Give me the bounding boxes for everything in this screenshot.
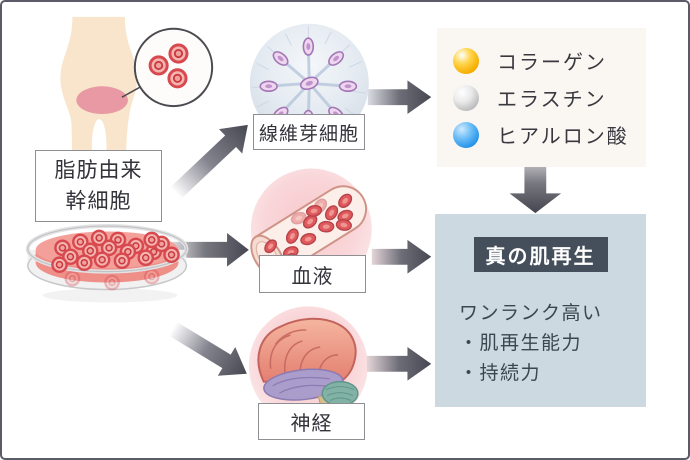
arrow-products-to-result-icon xyxy=(509,153,562,214)
result-badge: 真の肌再生 xyxy=(473,237,608,272)
label-blood-text: 血液 xyxy=(291,265,334,288)
label-adipose-stem-cell-line1: 脂肪由来 xyxy=(54,158,143,182)
label-nerve-text: 神経 xyxy=(290,413,333,435)
arrow-fibroblast-to-products-icon xyxy=(367,80,432,115)
label-adipose-stem-cell: 脂肪由来 幹細胞 xyxy=(35,150,162,222)
elastin-sphere-icon xyxy=(453,84,479,111)
product-label-hyaluronan: ヒアルロン酸 xyxy=(497,126,629,148)
hyaluronan-sphere-icon xyxy=(453,121,479,148)
product-label-elastin: エラスチン xyxy=(497,89,607,111)
petri-dish-illustration xyxy=(25,224,189,303)
product-row-collagen: コラーゲン xyxy=(453,47,646,74)
label-nerve: 神経 xyxy=(258,403,365,440)
arrow-dish-to-nerve-icon xyxy=(169,322,247,376)
body-silhouette-illustration xyxy=(60,16,137,159)
products-panel: コラーゲン エラスチン ヒアルロン酸 xyxy=(437,28,646,167)
result-text: ワンランク高い ・肌再生能力 ・持続力 xyxy=(435,299,646,389)
product-label-collagen: コラーゲン xyxy=(497,52,607,74)
zoom-inset-circle xyxy=(121,27,214,108)
product-row-hyaluronan: ヒアルロン酸 xyxy=(453,121,646,148)
fat-area-oval xyxy=(76,86,128,115)
result-heading: ワンランク高い xyxy=(459,303,603,324)
fibroblast-illustration xyxy=(249,23,369,143)
label-fibroblast-text: 線維芽細胞 xyxy=(258,123,359,145)
arrow-blood-to-result-icon xyxy=(371,239,432,274)
label-adipose-stem-cell-line2: 幹細胞 xyxy=(65,190,132,213)
result-panel: 真の肌再生 ワンランク高い ・肌再生能力 ・持続力 xyxy=(435,214,646,407)
result-bullet-regeneration: ・肌再生能力 xyxy=(459,333,583,354)
label-blood: 血液 xyxy=(259,255,366,293)
arrow-nerve-to-result-icon xyxy=(366,346,432,381)
arrow-dish-to-blood-icon xyxy=(169,232,249,267)
label-fibroblast: 線維芽細胞 xyxy=(253,114,365,150)
result-bullet-durability: ・持続力 xyxy=(459,363,542,384)
arrow-stem-to-fibroblast-icon xyxy=(171,124,248,199)
brain-illustration xyxy=(248,306,368,426)
collagen-sphere-icon xyxy=(453,47,479,74)
product-row-elastin: エラスチン xyxy=(453,84,646,111)
